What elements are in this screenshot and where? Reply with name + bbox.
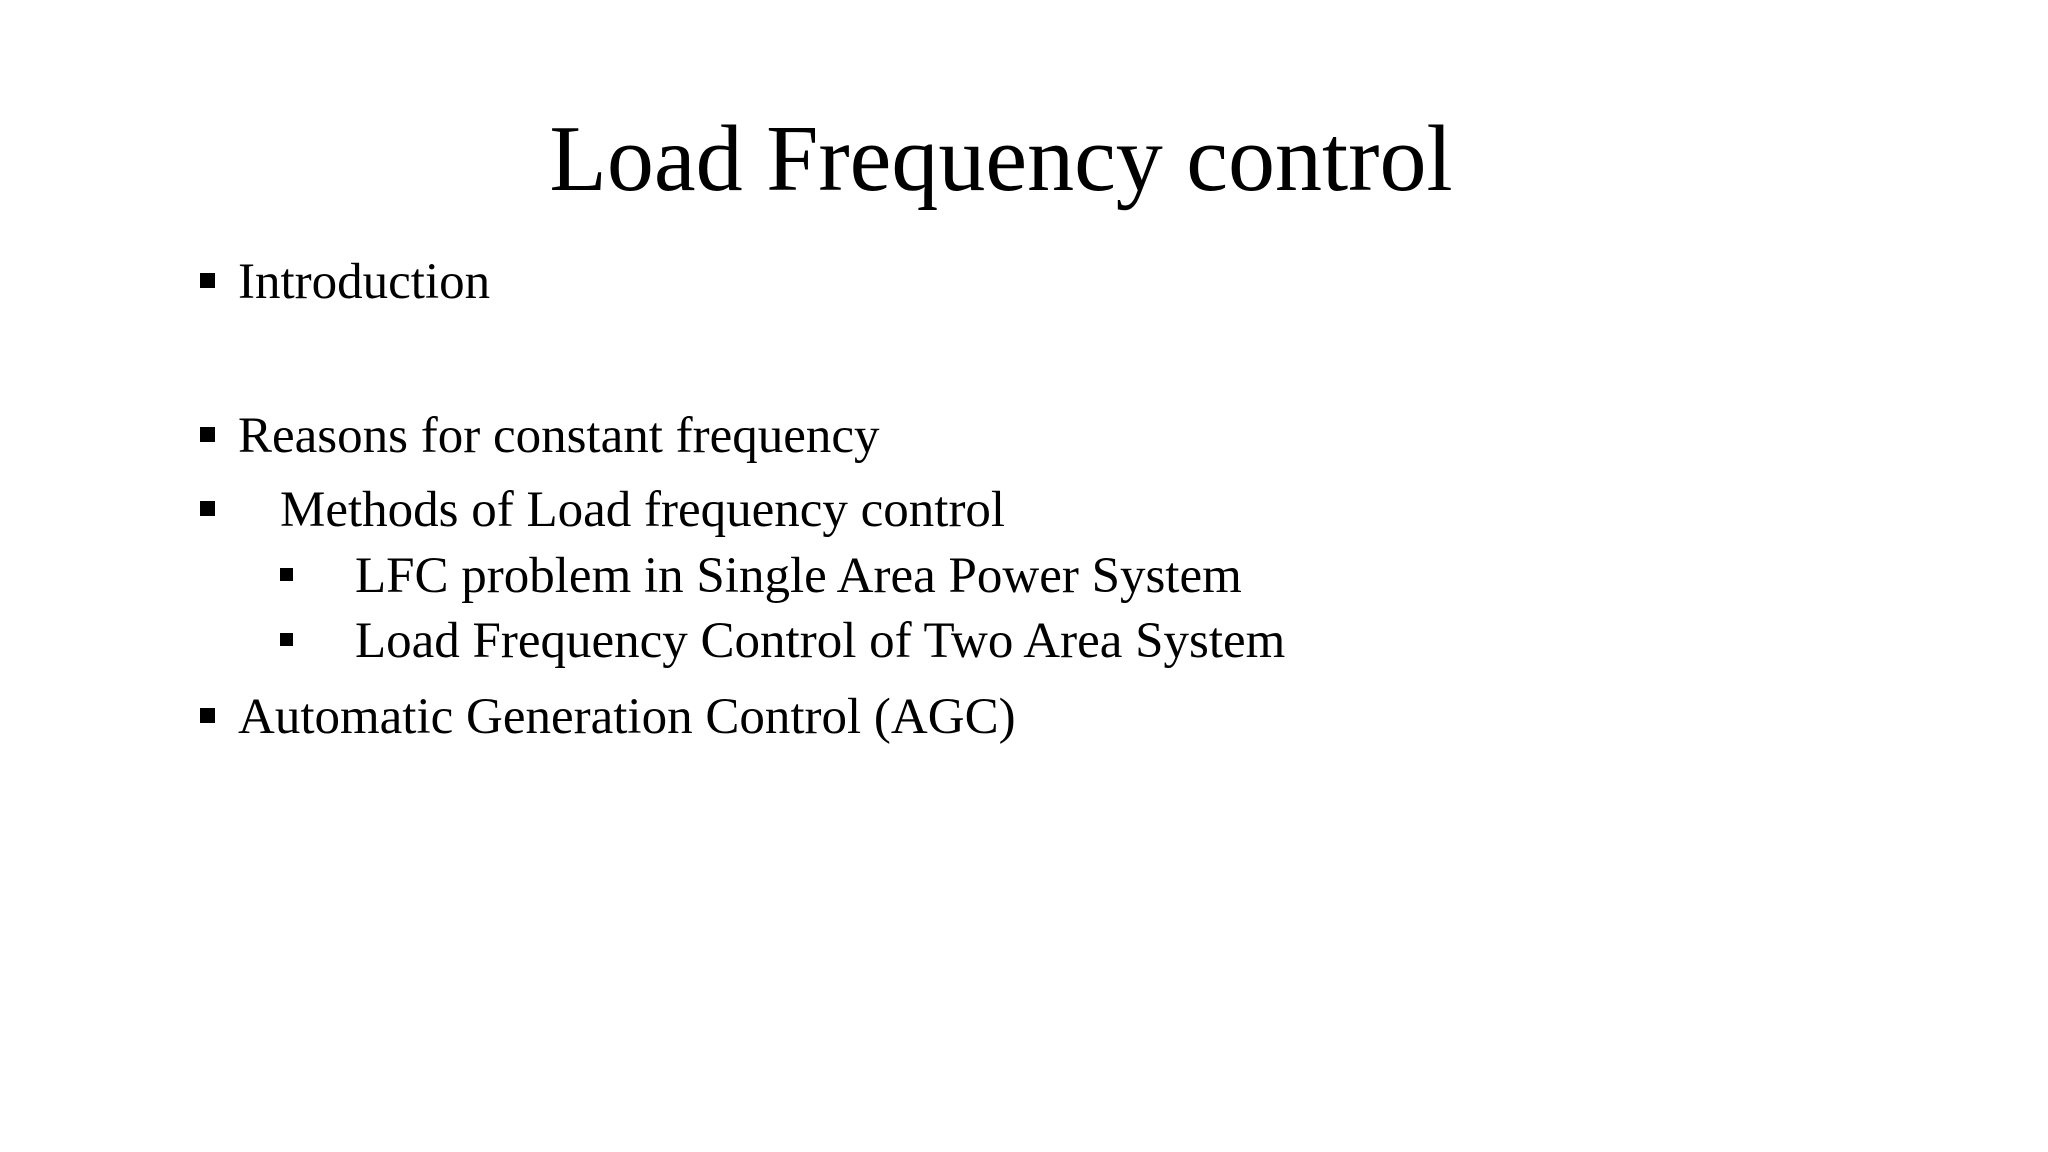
- bullet-item-label: Methods of Load frequency control: [280, 482, 1006, 538]
- bullet-item-reasons: Reasons for constant frequency: [200, 403, 880, 469]
- square-bullet-icon: [200, 501, 215, 516]
- bullet-item-label: Automatic Generation Control (AGC): [238, 689, 1016, 745]
- square-bullet-icon: [200, 273, 215, 288]
- square-bullet-icon: [200, 427, 215, 442]
- bullet-item-label: LFC problem in Single Area Power System: [355, 548, 1242, 604]
- bullet-item-label: Reasons for constant frequency: [238, 408, 880, 464]
- bullet-item-label: Introduction: [238, 254, 491, 310]
- slide-title: Load Frequency control: [549, 106, 1453, 211]
- bullet-item-lfc-two-area: Load Frequency Control of Two Area Syste…: [280, 608, 1285, 674]
- bullet-item-agc: Automatic Generation Control (AGC): [200, 684, 1016, 750]
- square-bullet-icon: [280, 633, 293, 646]
- bullet-item-introduction: Introduction: [200, 249, 490, 315]
- square-bullet-icon: [280, 568, 293, 581]
- bullet-item-methods: Methods of Load frequency control: [200, 477, 1005, 543]
- square-bullet-icon: [200, 708, 215, 723]
- bullet-item-lfc-single-area: LFC problem in Single Area Power System: [280, 543, 1242, 609]
- bullet-item-label: Load Frequency Control of Two Area Syste…: [355, 613, 1286, 669]
